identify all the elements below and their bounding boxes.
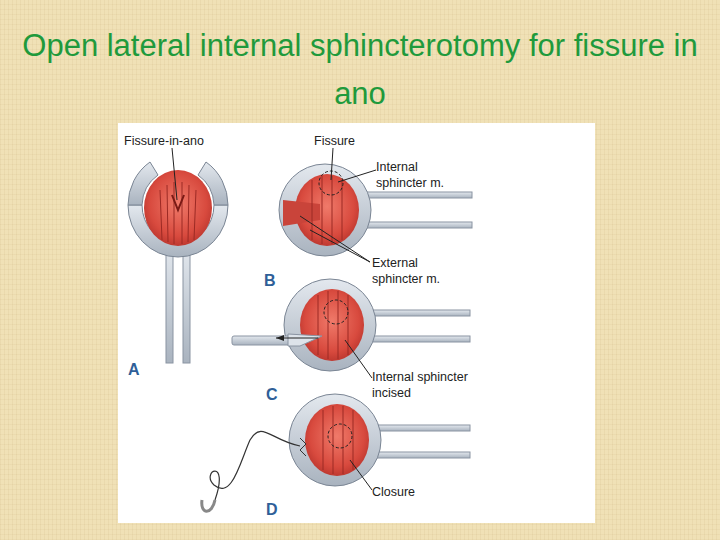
- incision-c: [232, 279, 470, 378]
- panel-letter: C: [266, 386, 286, 404]
- slide-title: Open lateral internal sphincterotomy for…: [20, 22, 700, 118]
- closure-d: [202, 394, 470, 511]
- panel-letter: B: [264, 272, 284, 290]
- part-label: Internal sphincter incised: [372, 369, 490, 401]
- part-label: Fissure: [314, 133, 384, 149]
- part-label: Fissure-in-ano: [124, 133, 244, 149]
- anoscope-a: [128, 148, 228, 363]
- part-label: Internal sphincter m.: [376, 159, 456, 191]
- exposure-b: [279, 148, 472, 262]
- panel-letter: A: [128, 361, 148, 379]
- part-label: External sphincter m.: [372, 255, 452, 287]
- panel-letter: D: [266, 501, 286, 519]
- part-label: Closure: [372, 484, 462, 500]
